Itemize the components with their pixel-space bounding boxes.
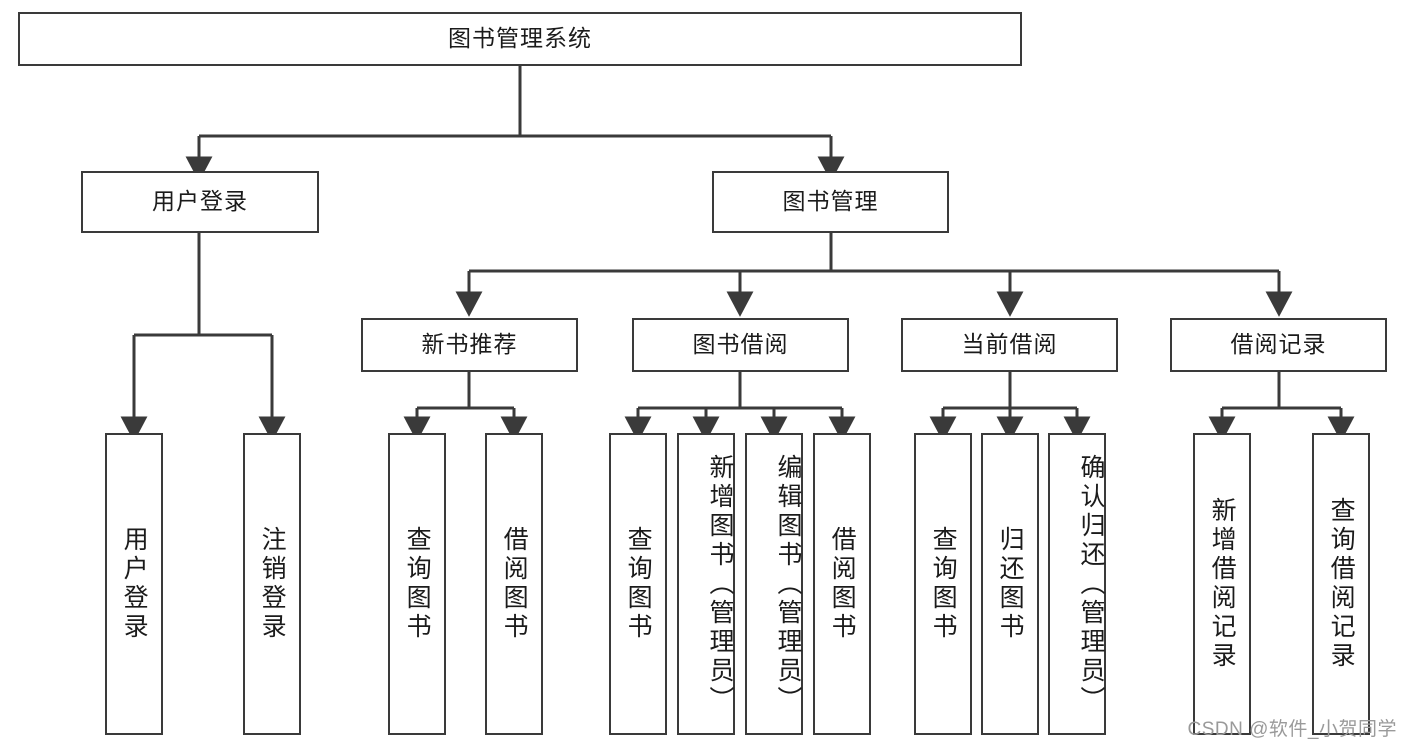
watermark: CSDN @软件_小贺同学: [1187, 719, 1397, 740]
node-book-borrow[interactable]: 图书借阅: [632, 318, 849, 372]
node-label: 用户登录: [152, 188, 248, 215]
node-label: 图书管理系统: [448, 25, 592, 52]
leaf-query-record[interactable]: 查询借阅记录: [1312, 433, 1370, 735]
leaf-query-book-1[interactable]: 查询图书: [388, 433, 446, 735]
leaf-borrow-book-1[interactable]: 借阅图书: [485, 433, 543, 735]
node-label: 图书借阅: [692, 331, 789, 358]
node-label: 新书推荐: [421, 331, 518, 358]
node-label: 查询图书: [403, 526, 432, 642]
node-label: 图书管理: [782, 188, 879, 215]
node-label: 归还图书: [996, 526, 1025, 642]
leaf-borrow-book-2[interactable]: 借阅图书: [813, 433, 871, 735]
leaf-return-book[interactable]: 归还图书: [981, 433, 1039, 735]
leaf-edit-book[interactable]: 编辑图书（管理员）: [745, 433, 803, 735]
node-label: 查询图书: [624, 526, 653, 642]
node-user-login[interactable]: 用户登录: [81, 171, 319, 233]
node-book-management[interactable]: 图书管理: [712, 171, 949, 233]
node-current-borrow[interactable]: 当前借阅: [901, 318, 1118, 372]
node-borrow-record[interactable]: 借阅记录: [1170, 318, 1387, 372]
node-label: 确认归还（管理员）: [1077, 453, 1105, 715]
node-label: 注销登录: [258, 526, 287, 642]
node-label: 用户登录: [120, 526, 149, 642]
node-label: 借阅图书: [500, 526, 529, 642]
leaf-add-record[interactable]: 新增借阅记录: [1193, 433, 1251, 735]
leaf-user-login[interactable]: 用户登录: [105, 433, 163, 735]
node-label: 新增借阅记录: [1208, 497, 1237, 671]
leaf-confirm-return[interactable]: 确认归还（管理员）: [1048, 433, 1106, 735]
leaf-query-book-3[interactable]: 查询图书: [914, 433, 972, 735]
node-label: 借阅记录: [1230, 331, 1327, 358]
node-book-management-system[interactable]: 图书管理系统: [18, 12, 1022, 66]
node-new-book-recommend[interactable]: 新书推荐: [361, 318, 578, 372]
node-label: 当前借阅: [961, 331, 1058, 358]
node-label: 编辑图书（管理员）: [774, 453, 802, 715]
node-label: 查询图书: [929, 526, 958, 642]
leaf-query-book-2[interactable]: 查询图书: [609, 433, 667, 735]
leaf-logout-login[interactable]: 注销登录: [243, 433, 301, 735]
node-label: 新增图书（管理员）: [706, 453, 734, 715]
node-label: 查询借阅记录: [1327, 497, 1356, 671]
node-label: 借阅图书: [828, 526, 857, 642]
leaf-add-book[interactable]: 新增图书（管理员）: [677, 433, 735, 735]
